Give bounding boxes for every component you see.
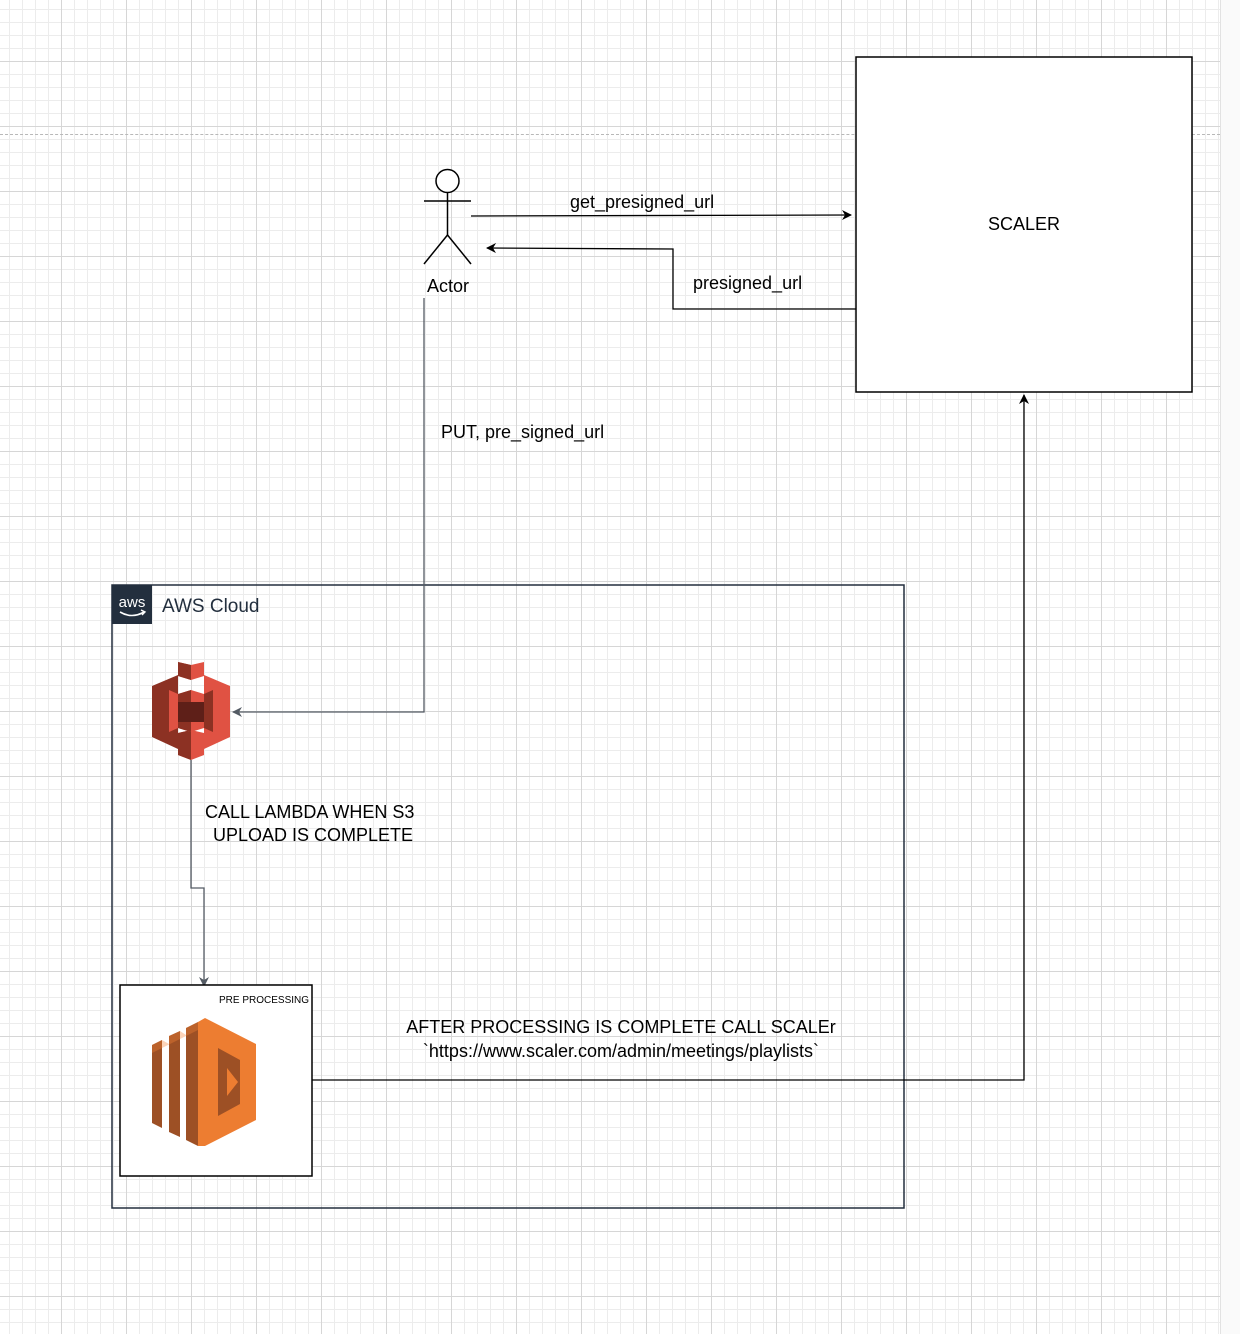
edge-presigned-url[interactable] bbox=[486, 243, 856, 310]
presigned-url-label: presigned_url bbox=[693, 273, 803, 293]
after-processing-label-line2: `https://www.scaler.com/admin/meetings/p… bbox=[422, 1041, 820, 1061]
edge-get-presigned-url[interactable] bbox=[470, 210, 852, 221]
edge-after-processing[interactable] bbox=[312, 394, 1029, 1081]
lambda-icon[interactable] bbox=[152, 1018, 256, 1146]
after-processing-label-line1: AFTER PROCESSING IS COMPLETE CALL SCALEr bbox=[406, 1017, 836, 1037]
aws-cloud-label: AWS Cloud bbox=[162, 596, 260, 617]
s3-bucket-icon[interactable] bbox=[152, 662, 230, 760]
call-lambda-label-line2: UPLOAD IS COMPLETE bbox=[208, 825, 414, 845]
canvas-right-margin bbox=[1220, 0, 1240, 1334]
edge-call-lambda[interactable] bbox=[190, 760, 209, 987]
svg-text:aws: aws bbox=[119, 594, 146, 611]
put-presigned-url-label: PUT, pre_signed_url bbox=[441, 422, 605, 442]
scaler-box[interactable] bbox=[855, 56, 1193, 393]
call-lambda-label-line1: CALL LAMBDA WHEN S3 bbox=[205, 802, 415, 822]
actor-label: Actor bbox=[426, 276, 469, 296]
actor-icon[interactable] bbox=[423, 168, 472, 265]
aws-logo-icon: aws bbox=[112, 585, 152, 624]
pre-processing-label: PRE PROCESSING bbox=[219, 995, 310, 1006]
edge-put-presigned-url[interactable] bbox=[232, 298, 425, 717]
page-break-line bbox=[0, 134, 1220, 135]
scaler-label: SCALER bbox=[987, 214, 1061, 234]
get-presigned-url-label: get_presigned_url bbox=[570, 192, 715, 212]
aws-cloud-group[interactable] bbox=[111, 584, 905, 1209]
